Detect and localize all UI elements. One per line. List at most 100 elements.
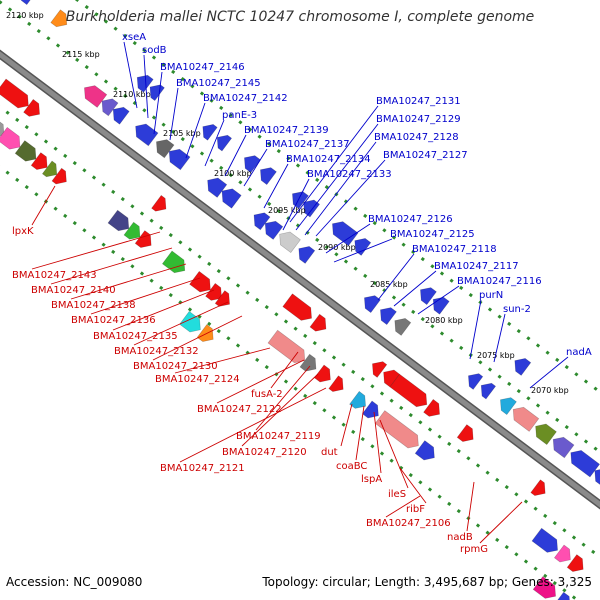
gene-feature — [364, 295, 381, 314]
gene-feature — [282, 293, 312, 321]
gene-feature — [309, 313, 327, 332]
gene-label-upper: BMA10247_2131 — [376, 96, 461, 107]
gene-label-upper: BMA10247_2126 — [368, 214, 453, 225]
gene-label-upper: BMA10247_2128 — [374, 132, 459, 143]
gene-feature — [535, 423, 557, 446]
gene-label-lower: BMA10247_2136 — [71, 315, 156, 326]
gene-label-lower: rpmG — [460, 544, 488, 555]
label-leader-line — [169, 87, 179, 141]
label-leader-line — [216, 359, 305, 404]
label-leader-line — [31, 231, 161, 270]
label-leader-line — [399, 467, 427, 504]
gene-feature — [298, 246, 316, 264]
genome-summary-text: Topology: circular; Length: 3,495,687 bp… — [262, 575, 592, 589]
gene-label-lower: lpxK — [12, 226, 34, 237]
gene-feature — [372, 361, 388, 378]
label-leader-line — [289, 105, 379, 223]
gene-feature — [553, 544, 571, 563]
gene-feature — [149, 84, 165, 102]
gene-feature — [207, 177, 228, 198]
label-leader-line — [185, 102, 206, 159]
gene-label-upper: BMA10247_2139 — [244, 125, 329, 136]
gene-label-lower: BMA10247_2106 — [366, 518, 451, 529]
gene-feature — [0, 78, 29, 109]
gene-label-upper: BMA10247_2129 — [376, 114, 461, 125]
gene-feature — [552, 436, 575, 459]
gene-feature — [532, 576, 556, 599]
gene-feature — [216, 134, 233, 152]
scale-tick-line — [0, 165, 580, 600]
gene-label-upper: BMA10247_2145 — [176, 78, 261, 89]
gene-feature — [468, 373, 484, 390]
gene-feature — [299, 353, 317, 372]
gene-feature — [134, 230, 152, 248]
gene-label-lower: fusA-2 — [251, 389, 283, 400]
scale-label: 2070 kbp — [531, 386, 569, 395]
label-leader-line — [123, 41, 138, 109]
label-leader-line — [493, 313, 506, 363]
label-leader-line — [333, 238, 393, 263]
label-leader-line — [417, 285, 460, 315]
gene-feature — [244, 155, 261, 174]
gene-feature — [456, 424, 474, 442]
label-leader-line — [479, 501, 523, 544]
label-leader-line — [469, 299, 482, 360]
gene-feature — [394, 318, 412, 336]
label-leader-line — [90, 277, 201, 315]
gene-feature — [267, 329, 306, 364]
gene-label-lower: BMA10247_2121 — [160, 463, 245, 474]
label-leader-line — [295, 123, 379, 231]
label-leader-line — [241, 373, 319, 447]
gene-label-lower: BMA10247_2132 — [114, 346, 199, 357]
gene-feature — [514, 358, 532, 376]
gene-label-lower: coaBC — [336, 461, 367, 472]
label-leader-line — [112, 289, 215, 331]
gene-feature — [480, 382, 497, 400]
gene-feature — [112, 106, 130, 125]
label-leader-line — [340, 403, 353, 447]
gene-feature — [101, 98, 119, 117]
gene-label-upper: BMA10247_2118 — [412, 244, 497, 255]
gene-feature — [531, 527, 558, 553]
gene-feature — [512, 406, 540, 432]
gene-feature — [500, 397, 517, 416]
gene-feature — [332, 221, 359, 247]
label-leader-line — [153, 71, 163, 135]
label-leader-line — [529, 356, 569, 389]
label-leader-line — [373, 411, 382, 474]
gene-feature — [107, 209, 130, 232]
label-leader-line — [263, 163, 289, 209]
gene-feature — [202, 124, 218, 141]
gene-label-upper: BMA10247_2146 — [160, 62, 245, 73]
label-leader-line — [385, 495, 421, 518]
gene-feature — [205, 282, 222, 301]
gene-label-upper: sodB — [142, 45, 167, 56]
label-leader-line — [224, 134, 247, 177]
gene-label-lower: BMA10247_2130 — [133, 361, 218, 372]
gene-label-lower: BMA10247_2122 — [197, 404, 282, 415]
gene-feature — [51, 167, 67, 185]
label-leader-line — [70, 263, 187, 300]
gene-feature — [279, 231, 301, 254]
scale-label: 2080 kbp — [425, 316, 463, 325]
gene-feature — [566, 554, 584, 572]
gene-label-upper: BMA10247_2127 — [383, 150, 468, 161]
chromosome-backbone — [0, 51, 600, 508]
gene-feature — [50, 9, 68, 28]
label-leader-line — [379, 419, 409, 489]
gene-feature — [189, 270, 211, 293]
gene-label-upper: panE-3 — [222, 110, 257, 121]
gene-feature — [156, 139, 175, 159]
label-leader-line — [393, 270, 437, 307]
gene-feature — [41, 160, 58, 178]
gene-feature — [168, 148, 191, 171]
gene-feature — [530, 479, 546, 496]
gene-label-upper: BMA10247_2142 — [203, 93, 288, 104]
label-leader-line — [355, 405, 365, 461]
gene-feature — [594, 469, 600, 485]
gene-label-lower: BMA10247_2124 — [155, 374, 240, 385]
label-leader-line — [143, 54, 149, 119]
gene-feature — [264, 220, 284, 240]
gene-label-upper: BMA10247_2125 — [390, 229, 475, 240]
